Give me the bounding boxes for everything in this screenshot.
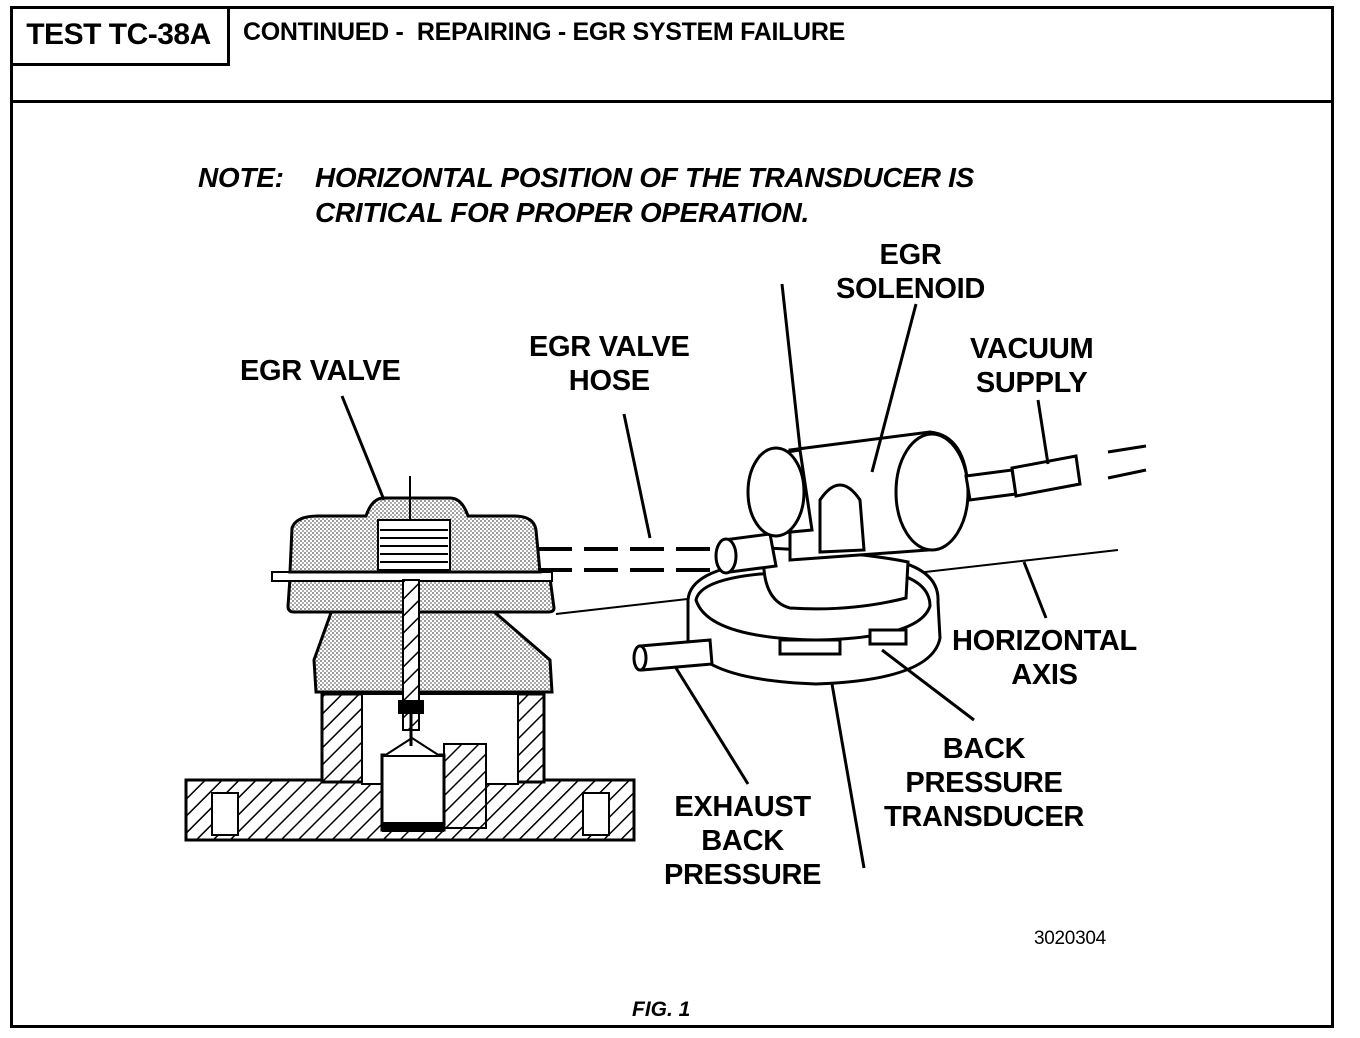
figure-code: 3020304 <box>1034 928 1106 949</box>
label-egr-valve-hose: EGR VALVE HOSE <box>529 330 690 398</box>
note-label: NOTE: <box>198 162 284 193</box>
label-bpt-line-1: BACK <box>942 733 1026 765</box>
test-id-box: TEST TC-38A <box>10 6 230 66</box>
label-egr-valve-line-1: EGR VALVE <box>240 355 401 387</box>
label-horizontal-axis-line-2: AXIS <box>1011 659 1078 691</box>
label-vacuum-supply-line-1: VACUUM <box>970 333 1094 365</box>
label-ebp-line-1: EXHAUST <box>674 791 811 823</box>
egr-solenoid-drawing <box>746 430 1147 562</box>
label-horizontal-axis: HORIZONTAL AXIS <box>952 624 1137 692</box>
label-vacuum-supply-line-2: SUPPLY <box>975 367 1088 399</box>
label-egr-solenoid-line-2: SOLENOID <box>836 273 986 305</box>
label-ebp-line-2: BACK <box>701 825 784 857</box>
label-egr-valve-hose-line-2: HOSE <box>568 365 650 397</box>
label-exhaust-back-pressure: EXHAUST BACK PRESSURE <box>664 790 821 892</box>
label-bpt-line-2: PRESSURE <box>905 767 1063 799</box>
label-egr-solenoid: EGR SOLENOID <box>836 238 985 306</box>
page-frame <box>10 6 1334 1028</box>
label-back-pressure-transducer: BACK PRESSURE TRANSDUCER <box>884 732 1084 834</box>
label-egr-valve-hose-line-1: EGR VALVE <box>529 331 690 363</box>
label-horizontal-axis-line-1: HORIZONTAL <box>952 625 1137 657</box>
egr-valve-drawing <box>184 476 636 842</box>
figure-caption: FIG. 1 <box>632 998 691 1021</box>
note-line-2: CRITICAL FOR PROPER OPERATION. <box>315 197 809 228</box>
label-egr-valve: EGR VALVE <box>240 354 401 388</box>
leader-lines <box>340 283 1050 869</box>
note-line-1: HORIZONTAL POSITION OF THE TRANSDUCER IS <box>315 162 974 193</box>
label-bpt-line-3: TRANSDUCER <box>884 801 1085 833</box>
label-egr-solenoid-line-1: EGR <box>879 239 942 271</box>
egr-valve-hose-drawing <box>538 547 720 572</box>
header-divider <box>10 100 1334 103</box>
page-title: CONTINUED - REPAIRING - EGR SYSTEM FAILU… <box>243 18 845 46</box>
back-pressure-transducer-drawing <box>632 532 942 686</box>
label-vacuum-supply: VACUUM SUPPLY <box>970 332 1094 400</box>
label-ebp-line-3: PRESSURE <box>664 859 822 891</box>
